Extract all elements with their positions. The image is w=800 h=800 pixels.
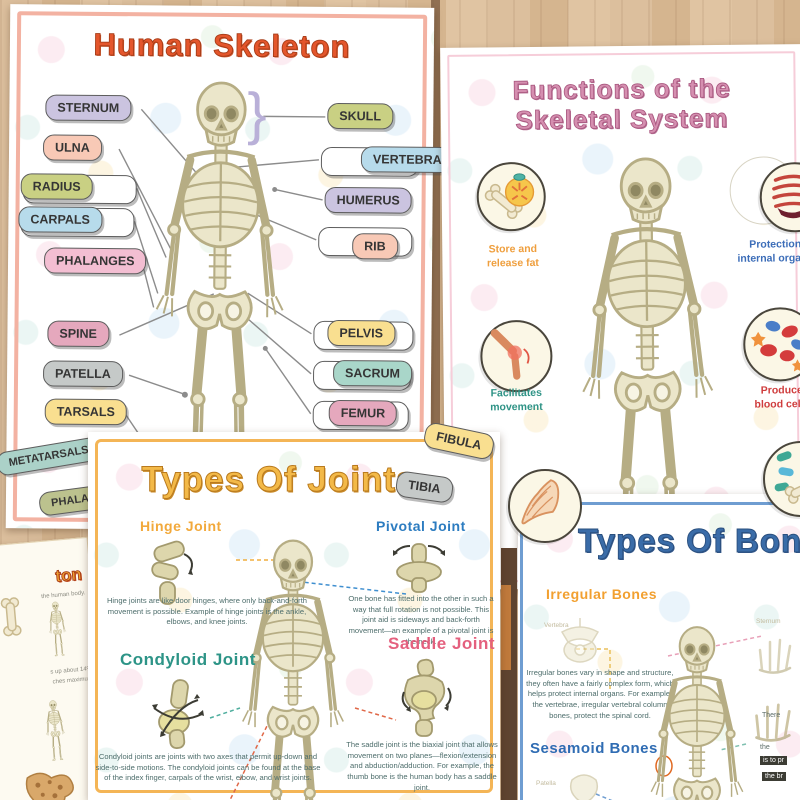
bones-right-fragment-1: There (762, 712, 781, 719)
protection-organs-icon (759, 161, 800, 233)
wood-gap-accent (501, 585, 511, 670)
condyloid-joint-heading: Condyloid Joint (120, 650, 256, 669)
saddle-joint-heading: Saddle Joint (388, 634, 496, 653)
facilitates-movement-label: Facilitates movement (490, 386, 543, 414)
bone-label-ulna: ULNA (42, 134, 102, 161)
bone-label-rib: RIB (352, 233, 398, 260)
sesamoid-bones-heading: Sesamoid Bones (530, 740, 658, 757)
corner-mini-skeleton-icon (39, 698, 72, 762)
pivotal-joint-text: One bone has fitted into the other in su… (348, 594, 494, 646)
store-fat-label: Store and release fat (486, 242, 539, 270)
bone-label-patella: PATELLA (42, 360, 123, 388)
human-poster-title: Human Skeleton (93, 26, 351, 65)
bone-label-spine: SPINE (47, 320, 110, 348)
hand-bones-icon-top (758, 638, 792, 674)
pivotal-joint-heading: Pivotal Joint (376, 518, 466, 534)
patella-icon (569, 774, 599, 800)
joints-poster-title: Types Of Joints (141, 460, 417, 500)
vertebra-sublabel: Vertebra (544, 622, 569, 629)
facilitates-movement-icon (480, 319, 553, 393)
pivotal-joint-icon (393, 543, 445, 593)
wood-grain-streak (431, 0, 440, 460)
condyloid-joint-icon (152, 679, 204, 749)
bone-label-carpals: CARPALS (18, 206, 103, 233)
skull-brace: } (247, 81, 268, 147)
types-of-bones-poster: Types Of Bones Irregular Bones Vertebra … (518, 494, 800, 800)
vertebra-icon (560, 618, 600, 663)
produce-blood-icon (742, 306, 800, 382)
bone-label-vertebra: VERTEBRA (360, 146, 454, 174)
bones-right-fragment-4: the br (762, 772, 786, 781)
bones-right-fragment-3: is to pr (760, 756, 788, 765)
produce-blood-label: Produce blood cells (754, 384, 800, 411)
hinge-joint-heading: Hinge Joint (140, 518, 222, 534)
bone-label-femur: FEMUR (328, 399, 398, 427)
sternum-sublabel: Sternum (756, 618, 781, 625)
bone-label-phalanges-hand: PHALANGES (43, 247, 147, 275)
corner-skeleton-icon (42, 600, 73, 658)
bones-skeleton-figure (636, 622, 758, 800)
bone-label-metatarsals: METATARSALS (0, 436, 103, 477)
corner-spongy-bone-icon (25, 772, 74, 800)
functions-title-line1: Functions of the (512, 72, 731, 106)
functions-title-line2: Skeletal System (515, 102, 729, 136)
foot-bones-icon (508, 469, 582, 543)
bone-label-sternum: STERNUM (45, 94, 132, 122)
saddle-joint-text: The saddle joint is the biaxial joint th… (346, 740, 498, 792)
bone-label-radius: RADIUS (20, 173, 93, 200)
hinge-joint-icon (151, 540, 193, 605)
bone-label-tarsals: TARSALS (44, 398, 127, 426)
condyloid-joint-text: Condyloid joints are joints with two axe… (95, 752, 321, 783)
irregular-bones-text: Irregular bones vary in shape and struct… (526, 668, 674, 720)
irregular-bones-heading: Irregular Bones (546, 586, 657, 602)
bone-label-humerus: HUMERUS (324, 186, 412, 214)
bone-capsules-icon (763, 441, 800, 517)
hinge-joint-text: Hinge joints are like door hinges, where… (106, 596, 308, 627)
bones-right-fragment-2: the (760, 744, 770, 751)
bone-label-skull: SKULL (327, 102, 394, 130)
functions-poster: Functions of the Skeletal System Store a… (440, 44, 800, 590)
hand-bones-icon-bottom (755, 703, 791, 742)
patella-sublabel: Patella (536, 780, 556, 787)
corner-bone-icon (0, 596, 23, 638)
protection-organs-label: Protection internal organs (737, 238, 800, 265)
store-fat-icon (476, 161, 547, 232)
bone-label-pelvis: PELVIS (327, 319, 396, 347)
bones-poster-title: Types Of Bones (578, 522, 800, 560)
saddle-joint-icon (401, 658, 452, 737)
corner-poster-title-fragment: ton (54, 564, 83, 586)
bone-label-sacrum: SACRUM (332, 359, 413, 387)
